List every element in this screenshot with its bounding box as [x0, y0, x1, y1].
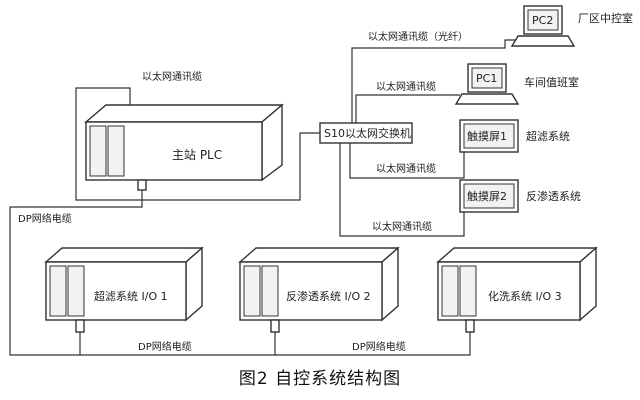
- eth-line-plc-switch: [75, 87, 320, 201]
- eth-line-fiber-pc2: [351, 39, 520, 123]
- dp-top-label: DP网络电缆: [18, 212, 72, 225]
- touch1-label: 触摸屏1: [467, 129, 507, 143]
- eth-line-touch1: [349, 143, 465, 179]
- pc2-screen-label: PC2: [532, 14, 553, 27]
- pc2-room-label: 厂区中控室: [578, 11, 633, 25]
- pc2-workstation: PC2 厂区中控室: [510, 5, 633, 47]
- touch2-system-label: 反渗透系统: [526, 189, 581, 203]
- io-station-1: 超滤系统 I/O 1: [44, 246, 204, 333]
- dp-line-top: [9, 190, 143, 356]
- eth-pc1-label: 以太网通讯缆: [376, 80, 436, 93]
- io3-label: 化洗系统 I/O 3: [488, 289, 562, 303]
- touch-panel-2: 触摸屏2 反渗透系统: [459, 179, 581, 213]
- dp-bottom-right-label: DP网络电缆: [352, 340, 406, 353]
- figure-caption: 图2 自控系统结构图: [238, 369, 402, 389]
- pc1-screen-label: PC1: [476, 72, 497, 85]
- io-station-3: 化洗系统 I/O 3: [436, 246, 598, 333]
- switch-label: S10以太网交换机: [324, 126, 411, 140]
- eth-fiber-label: 以太网通讯缆（光纤）: [368, 30, 468, 43]
- dp-bottom-left-label: DP网络电缆: [138, 340, 192, 353]
- master-plc: 主站 PLC: [84, 103, 284, 191]
- pc1-workstation: PC1 车间值班室: [454, 63, 579, 105]
- ethernet-switch: S10以太网交换机: [319, 122, 413, 144]
- eth-line-pc1: [355, 94, 460, 123]
- eth-plc-label: 以太网通讯缆: [142, 70, 202, 83]
- touch1-system-label: 超滤系统: [526, 129, 570, 143]
- touch2-label: 触摸屏2: [467, 189, 507, 203]
- system-structure-diagram: 主站 PLC S10以太网交换机 PC2 厂区中控室 PC1 车间值班室 触摸屏…: [9, 5, 633, 356]
- eth-touch2-label: 以太网通讯缆: [372, 220, 432, 233]
- io-station-2: 反渗透系统 I/O 2: [238, 246, 400, 333]
- touch-panel-1: 触摸屏1 超滤系统: [459, 119, 570, 153]
- io2-label: 反渗透系统 I/O 2: [286, 289, 371, 303]
- pc1-room-label: 车间值班室: [524, 75, 579, 89]
- eth-line-touch2: [339, 143, 465, 237]
- eth-touch1-label: 以太网通讯缆: [376, 162, 436, 175]
- plc-label: 主站 PLC: [172, 148, 222, 162]
- io1-label: 超滤系统 I/O 1: [94, 289, 168, 303]
